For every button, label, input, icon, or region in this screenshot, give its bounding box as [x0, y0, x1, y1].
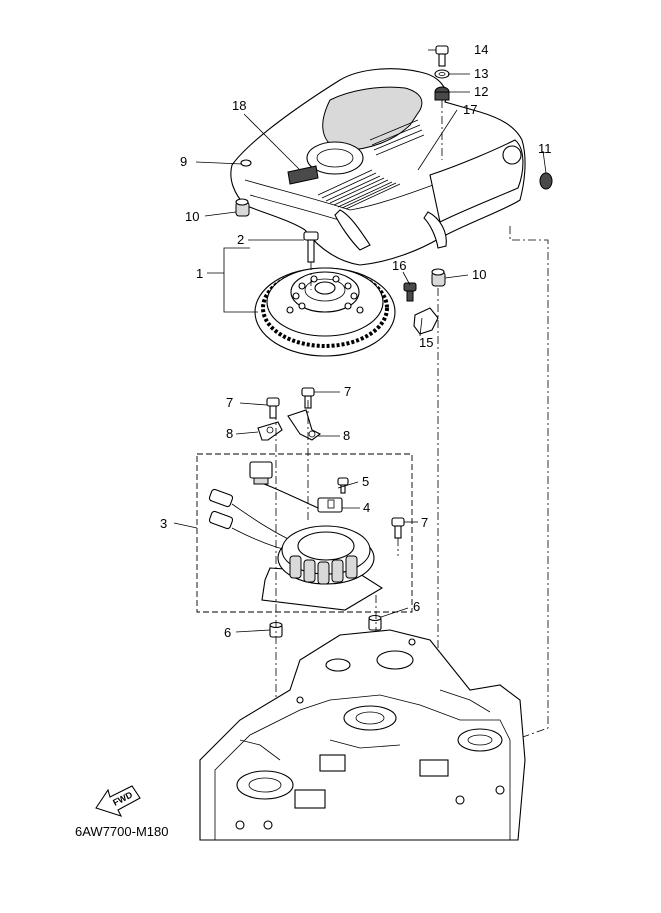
stator-windings	[289, 555, 358, 585]
cover-grommet	[240, 159, 252, 167]
callout-5: 5	[362, 474, 369, 489]
bolt-7-left	[266, 397, 280, 419]
bolt-16	[403, 282, 417, 302]
callout-10-left: 10	[185, 209, 199, 224]
flywheel-nut-2	[303, 231, 319, 263]
grommet-10-left	[235, 198, 250, 217]
engine-boss-right	[457, 728, 503, 752]
callout-10-right: 10	[472, 267, 486, 282]
bolt-14	[435, 45, 449, 67]
bolt-7-right	[391, 517, 405, 539]
flywheel-holes	[286, 275, 364, 314]
stator-connector-top	[249, 461, 273, 485]
callout-7-middle: 7	[344, 384, 351, 399]
stator-connector-left-lower	[208, 510, 234, 530]
grommet-11	[539, 172, 553, 190]
engine-boss-left	[236, 770, 294, 800]
fwd-arrow: FWD	[95, 785, 141, 817]
callout-3: 3	[160, 516, 167, 531]
engine-sensor-bracket	[294, 789, 326, 809]
engine-block	[199, 629, 526, 841]
callout-7-left: 7	[226, 395, 233, 410]
callout-13: 13	[474, 66, 488, 81]
cover-vent-grille	[317, 119, 425, 210]
bracket-15	[413, 307, 439, 335]
stator-assembly-boundary	[196, 453, 413, 613]
engine-boss-middle	[343, 705, 397, 731]
grommet-10-right	[431, 268, 446, 287]
callout-7-right: 7	[421, 515, 428, 530]
callout-14: 14	[474, 42, 488, 57]
callout-6-left: 6	[224, 625, 231, 640]
clamp-8-left	[257, 421, 283, 441]
callout-15: 15	[419, 335, 433, 350]
callout-9: 9	[180, 154, 187, 169]
callout-16: 16	[392, 258, 406, 273]
callout-11: 11	[538, 141, 552, 156]
flywheel-magneto	[254, 267, 396, 357]
callout-8-right: 8	[343, 428, 350, 443]
cover-label-plate	[287, 165, 319, 185]
washer-13	[434, 69, 450, 79]
grommet-12	[434, 86, 450, 101]
pulser-coil-4	[317, 497, 343, 513]
callout-1: 1	[196, 266, 203, 281]
cover-top-opening	[306, 141, 364, 175]
stator-coil	[261, 525, 384, 611]
dowel-pin-6-right	[368, 614, 382, 631]
stator-connector-left-upper	[208, 488, 234, 508]
callout-4: 4	[363, 500, 370, 515]
callout-labels: 14 13 12 17 11 18 9 10 2 1 16 10 15 7 7 …	[160, 42, 552, 640]
callout-18: 18	[232, 98, 246, 113]
callout-6-right: 6	[413, 599, 420, 614]
drawing-code: 6AW7700-M180	[75, 824, 168, 839]
leader-lines	[173, 49, 547, 633]
callout-8-left: 8	[226, 426, 233, 441]
clamp-8-right	[287, 409, 322, 441]
callout-2: 2	[237, 232, 244, 247]
callout-12: 12	[474, 84, 488, 99]
callout-17: 17	[463, 102, 477, 117]
screw-5	[337, 477, 349, 494]
